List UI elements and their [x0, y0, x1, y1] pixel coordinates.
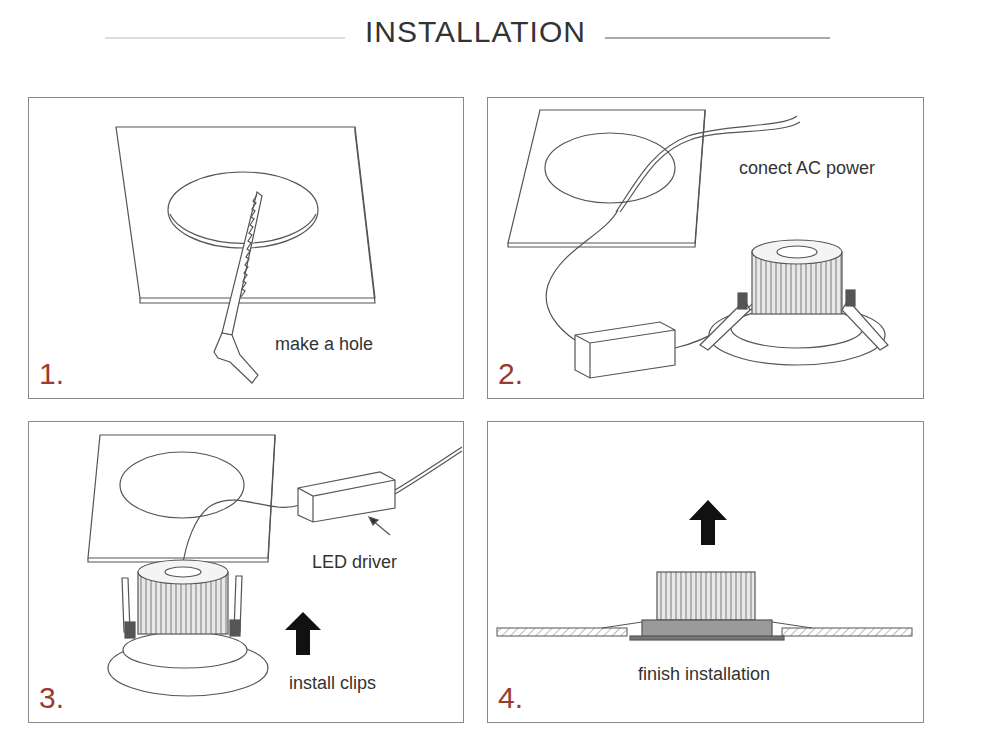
spring-clip [602, 622, 812, 628]
heat-sink-top [752, 240, 842, 264]
step-caption: conect AC power [739, 158, 875, 180]
trim-inner [123, 632, 247, 668]
heat-sink-top [138, 560, 228, 584]
step-panel: finish installation 4. [487, 421, 924, 723]
driver-wire [546, 210, 618, 340]
ceiling-section [782, 628, 912, 636]
step-caption: install clips [289, 673, 376, 695]
board-edge [508, 110, 705, 247]
part-label: LED driver [312, 552, 397, 574]
trim-flange [642, 620, 772, 638]
heat-sink-core [165, 567, 201, 577]
clip-spring [230, 620, 240, 636]
step-number: 1. [39, 356, 64, 392]
step-caption: make a hole [275, 334, 373, 356]
up-arrow [689, 500, 727, 545]
step-panel: make a hole 1. [28, 97, 464, 399]
hole [120, 452, 244, 518]
saw-teeth [241, 195, 257, 297]
ceiling-board [508, 110, 705, 243]
ac-wire [395, 451, 462, 494]
clip-spring [738, 293, 747, 309]
step-number: 4. [498, 680, 523, 716]
saw-blade [222, 192, 262, 335]
spring-clip [842, 300, 888, 350]
step-panel: LED driver install clips 3. [28, 421, 464, 723]
board-edge [88, 435, 275, 562]
driver-box [298, 472, 395, 522]
leader-arrowhead [369, 517, 378, 525]
diagram-title: INSTALLATION [365, 15, 586, 49]
driver-box [575, 322, 675, 378]
trim-face [630, 636, 784, 640]
hole [545, 133, 675, 203]
clip-spring [846, 290, 855, 306]
driver-wire [182, 500, 300, 570]
ceiling-board [88, 435, 275, 558]
ac-wire [395, 447, 462, 490]
heat-sink [657, 572, 755, 620]
title-rule [605, 38, 830, 39]
ceiling-section [497, 628, 627, 636]
clip-spring [125, 622, 135, 638]
step-caption: finish installation [638, 664, 770, 686]
hole-rim [170, 214, 316, 243]
heat-sink-core [777, 246, 817, 258]
title-rule [105, 38, 345, 39]
step-number: 3. [39, 680, 64, 716]
up-arrow [285, 612, 321, 655]
step-panel: conect AC power 2. [487, 97, 924, 399]
step-number: 2. [498, 356, 523, 392]
saw-handle [214, 333, 258, 383]
hole [168, 172, 318, 248]
